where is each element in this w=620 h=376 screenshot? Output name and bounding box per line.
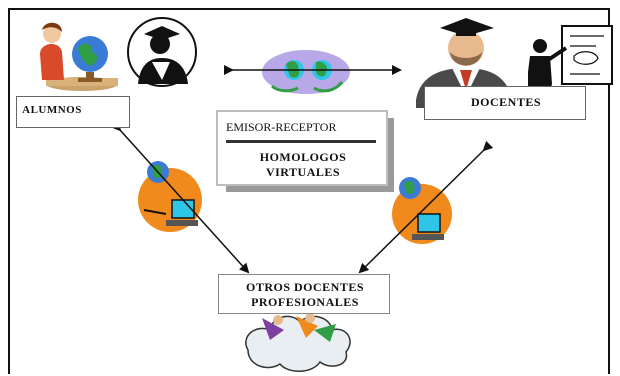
student-with-globe-icon — [40, 22, 118, 91]
teacher-at-board-icon — [528, 25, 613, 104]
docentes-label: DOCENTES — [470, 95, 542, 109]
graduate-silhouette-icon — [127, 17, 197, 87]
homologos-line1: HOMOLOGOS — [259, 150, 347, 164]
otros-line1: OTROS DOCENTES — [245, 280, 365, 294]
arrow-docentes-otros — [358, 140, 494, 274]
globe-exchange-icon — [262, 50, 350, 94]
otros-line2: PROFESIONALES — [251, 295, 359, 309]
emisor-receptor-label: EMISOR-RECEPTOR — [226, 120, 337, 134]
homologos-box: EMISOR-RECEPTOR HOMOLOGOS VIRTUALES — [216, 110, 388, 186]
homologos-line2: VIRTUALES — [265, 165, 341, 179]
docentes-box: DOCENTES — [424, 86, 586, 120]
computer-globe-left-icon — [138, 161, 202, 232]
cloud-people-icon — [245, 313, 351, 372]
alumnos-label: ALUMNOS — [22, 104, 82, 116]
diagram-frame — [8, 8, 610, 374]
alumnos-box: ALUMNOS — [16, 96, 130, 128]
arrow-alumnos-otros — [110, 120, 250, 274]
homologos-divider — [226, 140, 376, 143]
otros-docentes-box: OTROS DOCENTES PROFESIONALES — [218, 274, 390, 314]
